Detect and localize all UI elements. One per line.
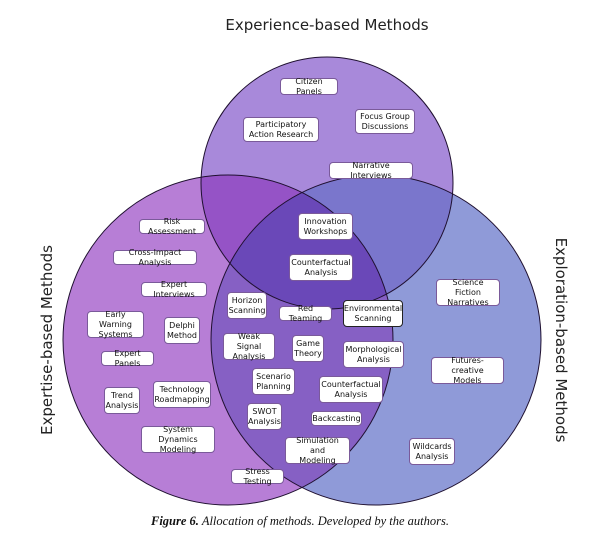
figure-label: Figure 6.: [150, 514, 199, 528]
method-focus-group-discussions: Focus Group Discussions: [355, 109, 415, 134]
method-trend-analysis: Trend Analysis: [104, 387, 140, 414]
method-simulation-and-modeling: Simulation and Modeling: [285, 436, 350, 465]
figure-caption: Figure 6. Allocation of methods. Develop…: [0, 514, 600, 529]
method-environmental-scanning: Environmental Scanning: [343, 300, 403, 327]
method-futures-creative-models: Futures-creative Models: [431, 356, 504, 385]
method-expert-interviews: Expert Interviews: [141, 280, 207, 299]
method-participatory-action-research: Participatory Action Research: [243, 117, 319, 142]
method-wildcards-analysis: Wildcards Analysis: [409, 438, 455, 465]
method-expert-panels: Expert Panels: [101, 349, 154, 368]
method-counterfactual-analysis-top: Counterfactual Analysis: [289, 254, 353, 281]
method-risk-assessment: Risk Assessment: [139, 217, 205, 236]
method-technology-roadmapping: Technology Roadmapping: [153, 381, 211, 408]
method-red-teaming: Red Teaming: [279, 304, 332, 323]
method-morphological-analysis: Morphological Analysis: [343, 341, 404, 368]
method-early-warning-systems: Early Warning Systems: [87, 310, 144, 339]
method-delphi-method: Delphi Method: [164, 317, 200, 344]
method-system-dynamics-modeling: System Dynamics Modeling: [141, 425, 215, 454]
method-citizen-panels: Citizen Panels: [280, 77, 338, 96]
exploration-label: Exploration-based Methods: [552, 238, 570, 443]
expertise-label: Expertise-based Methods: [38, 245, 56, 435]
method-weak-signal-analysis: Weak Signal Analysis: [223, 332, 275, 361]
method-cross-impact-analysis: Cross-Impact Analysis: [113, 248, 197, 267]
method-game-theory: Game Theory: [292, 335, 324, 362]
caption-text: Allocation of methods. Developed by the …: [198, 514, 449, 528]
method-scenario-planning: Scenario Planning: [252, 368, 295, 395]
method-innovation-workshops: Innovation Workshops: [298, 213, 353, 240]
method-backcasting: Backcasting: [311, 411, 362, 426]
method-swot-analysis: SWOT Analysis: [247, 403, 282, 430]
experience-label: Experience-based Methods: [225, 16, 428, 34]
method-narrative-interviews: Narrative Interviews: [329, 161, 413, 180]
method-science-fiction-narratives: Science Fiction Narratives: [436, 278, 500, 307]
method-stress-testing: Stress Testing: [231, 467, 284, 486]
method-counterfactual-analysis-center: Counterfactual Analysis: [319, 376, 383, 403]
method-horizon-scanning: Horizon Scanning: [227, 292, 267, 319]
